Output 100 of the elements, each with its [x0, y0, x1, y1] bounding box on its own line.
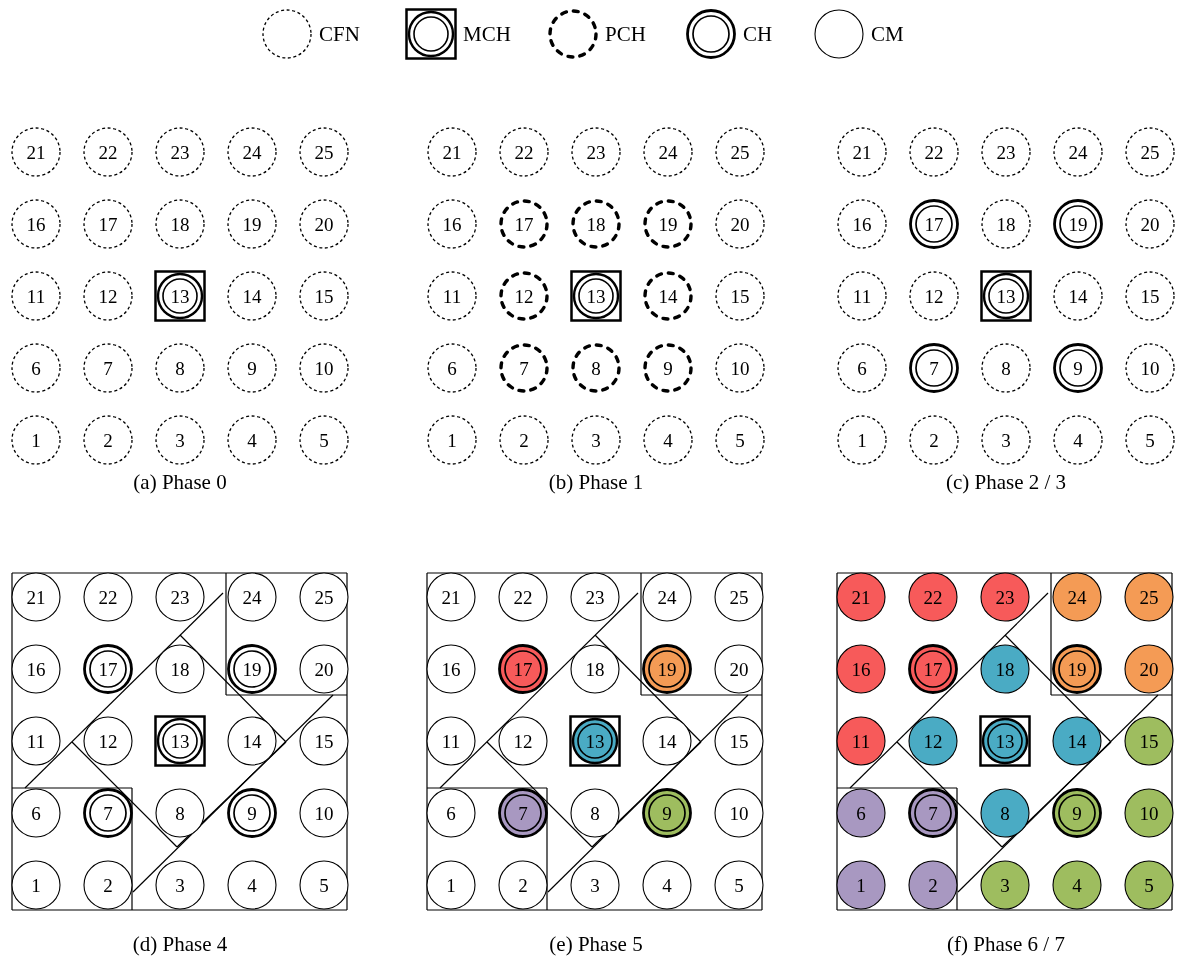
dashed-circle-node: 2 — [496, 412, 552, 468]
circle-node: 11 — [423, 713, 479, 769]
dashed-circle-node: 6 — [8, 340, 64, 396]
dashed-circle-node: 23 — [568, 124, 624, 180]
circle-node: 4 — [224, 857, 280, 913]
dashed-circle-node: 24 — [640, 124, 696, 180]
circle-node: 22 — [80, 569, 136, 625]
dashed-circle-node: 10 — [296, 340, 352, 396]
dotted-circle-node: 8 — [568, 340, 624, 396]
dashed-circle-node: 20 — [296, 196, 352, 252]
circle-node: 21 — [423, 569, 479, 625]
panel-caption: (d) Phase 4 — [132, 932, 228, 957]
circle-node: 16 — [8, 641, 64, 697]
circle-node: 15 — [1121, 713, 1177, 769]
legend-label: MCH — [463, 22, 511, 47]
circle-node: 6 — [8, 785, 64, 841]
circle-node: 21 — [8, 569, 64, 625]
dotted-circle-node: 14 — [640, 268, 696, 324]
dashed-circle-node: 14 — [224, 268, 280, 324]
dashed-circle-node: 2 — [80, 412, 136, 468]
dashed-circle-node: 21 — [424, 124, 480, 180]
double-circle-node: 9 — [1049, 785, 1105, 841]
circle-node: 8 — [977, 785, 1033, 841]
circle-node: 25 — [711, 569, 767, 625]
circle-node: 18 — [567, 641, 623, 697]
dashed-circle-node: 9 — [224, 340, 280, 396]
circle-node: 21 — [833, 569, 889, 625]
dashed-circle-node: 23 — [978, 124, 1034, 180]
legend-label: CH — [743, 22, 773, 47]
circle-node: 8 — [152, 785, 208, 841]
dashed-circle-node: 1 — [8, 412, 64, 468]
dashed-circle-node: 3 — [978, 412, 1034, 468]
dashed-circle-node: 10 — [712, 340, 768, 396]
circle-node: 20 — [296, 641, 352, 697]
circle-node: 11 — [8, 713, 64, 769]
panel-caption: (f) Phase 6 / 7 — [947, 932, 1065, 957]
circle-node: 4 — [1049, 857, 1105, 913]
circle-node: 15 — [296, 713, 352, 769]
dashed-circle-node: 5 — [1122, 412, 1177, 468]
circle-node: 25 — [296, 569, 352, 625]
circle-node: 14 — [224, 713, 280, 769]
circle-node: 18 — [977, 641, 1033, 697]
dashed-circle-node: 22 — [906, 124, 962, 180]
dashed-circle-node: 4 — [224, 412, 280, 468]
panel-caption: (a) Phase 0 — [133, 470, 227, 495]
double-circle-node: 7 — [495, 785, 551, 841]
circle-node: 23 — [977, 569, 1033, 625]
circle-node: 24 — [1049, 569, 1105, 625]
circle-node: 14 — [639, 713, 695, 769]
dashed-circle-node: 18 — [152, 196, 208, 252]
panel-caption: (c) Phase 2 / 3 — [945, 470, 1067, 495]
circle-node: 3 — [567, 857, 623, 913]
double-circle-node: 17 — [80, 641, 136, 697]
circle-node: 16 — [833, 641, 889, 697]
dashed-circle-node: 11 — [834, 268, 890, 324]
circle-node: 20 — [711, 641, 767, 697]
circle-node: 3 — [152, 857, 208, 913]
dashed-circle-node: 11 — [8, 268, 64, 324]
dashed-circle-node: 21 — [834, 124, 890, 180]
circle-node: 24 — [224, 569, 280, 625]
double-circle-node: 19 — [1050, 196, 1106, 252]
dotted-circle-node: 12 — [496, 268, 552, 324]
dashed-circle-node: 11 — [424, 268, 480, 324]
circle-node: 10 — [1121, 785, 1177, 841]
double-circle-node: 9 — [1050, 340, 1106, 396]
dashed-circle-node: 5 — [712, 412, 768, 468]
circle-node: 5 — [711, 857, 767, 913]
dashed-circle-node: 4 — [1050, 412, 1106, 468]
dashed-circle-node: 20 — [712, 196, 768, 252]
double-circle-node: 19 — [1049, 641, 1105, 697]
circle-node: 3 — [977, 857, 1033, 913]
circle-node: 23 — [567, 569, 623, 625]
circle-node: 6 — [833, 785, 889, 841]
circle-node: 2 — [80, 857, 136, 913]
dashed-circle-node: 18 — [978, 196, 1034, 252]
dotted-circle-node: 9 — [640, 340, 696, 396]
double-circle-node: 19 — [224, 641, 280, 697]
double-circle-node: 7 — [906, 340, 962, 396]
double-circle-node: 9 — [224, 785, 280, 841]
circle-node: 1 — [423, 857, 479, 913]
circle-node: 15 — [711, 713, 767, 769]
dashed-circle-node: 5 — [296, 412, 352, 468]
dotted-circle-node: 19 — [640, 196, 696, 252]
circle-node: 2 — [905, 857, 961, 913]
circle-node: 24 — [639, 569, 695, 625]
double-circle-node: 17 — [905, 641, 961, 697]
circle-node: 18 — [152, 641, 208, 697]
dashed-circle-node: 16 — [834, 196, 890, 252]
panel-caption: (b) Phase 1 — [548, 470, 644, 495]
circle-node: 1 — [833, 857, 889, 913]
dashed-circle-node: 16 — [8, 196, 64, 252]
dashed-circle-node: 1 — [834, 412, 890, 468]
circle-node: 20 — [1121, 641, 1177, 697]
circle-node: 16 — [423, 641, 479, 697]
dashed-circle-node: 21 — [8, 124, 64, 180]
dashed-circle-node: 15 — [712, 268, 768, 324]
circle-node: 22 — [495, 569, 551, 625]
dashed-circle-node: 3 — [568, 412, 624, 468]
dashed-circle-node: 1 — [424, 412, 480, 468]
dashed-circle-node: 15 — [296, 268, 352, 324]
